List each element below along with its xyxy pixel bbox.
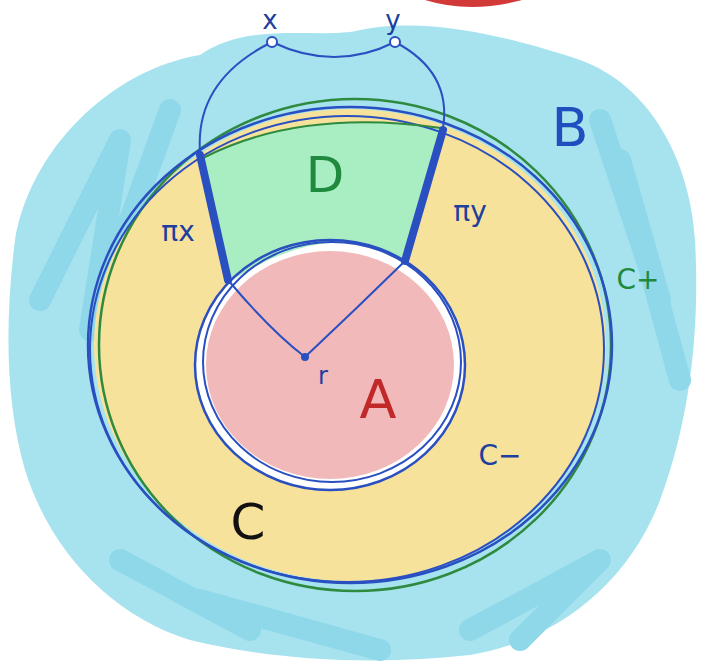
- region-a: A: [195, 240, 465, 490]
- region-name: D: [306, 150, 345, 200]
- path-curve: [200, 42, 272, 152]
- path-label: πy: [453, 198, 486, 226]
- region-d: D: [200, 118, 445, 283]
- point-label: r: [318, 364, 328, 388]
- c-minus-curve: [203, 242, 461, 482]
- pi-y-segment: [405, 130, 443, 261]
- connecting-curve: [272, 42, 395, 57]
- pi-x-segment: [200, 155, 228, 280]
- region-name: B: [551, 101, 588, 155]
- region-name: C: [231, 497, 266, 547]
- region-a-fill: [206, 251, 454, 479]
- red-blob: [425, 0, 522, 7]
- curve-label: C−: [478, 442, 521, 470]
- outer-boundary: [90, 116, 604, 582]
- radial-lines: [228, 261, 405, 357]
- region-b-fill: [8, 25, 696, 660]
- outer-boundary: [88, 107, 612, 583]
- region-c: C D A: [90, 105, 615, 590]
- point-y: [390, 37, 400, 47]
- path-label: πx: [161, 218, 194, 246]
- path-curve: [395, 42, 444, 128]
- region-name: A: [360, 373, 397, 427]
- point-x: [267, 37, 277, 47]
- point-r: [301, 353, 309, 361]
- c-minus-curve: [195, 240, 465, 490]
- cyan-scribble: [40, 110, 680, 650]
- point-label: y: [385, 7, 400, 33]
- point-label: x: [262, 7, 277, 33]
- c-plus-curve: [99, 99, 611, 591]
- curve-label: C+: [616, 266, 659, 294]
